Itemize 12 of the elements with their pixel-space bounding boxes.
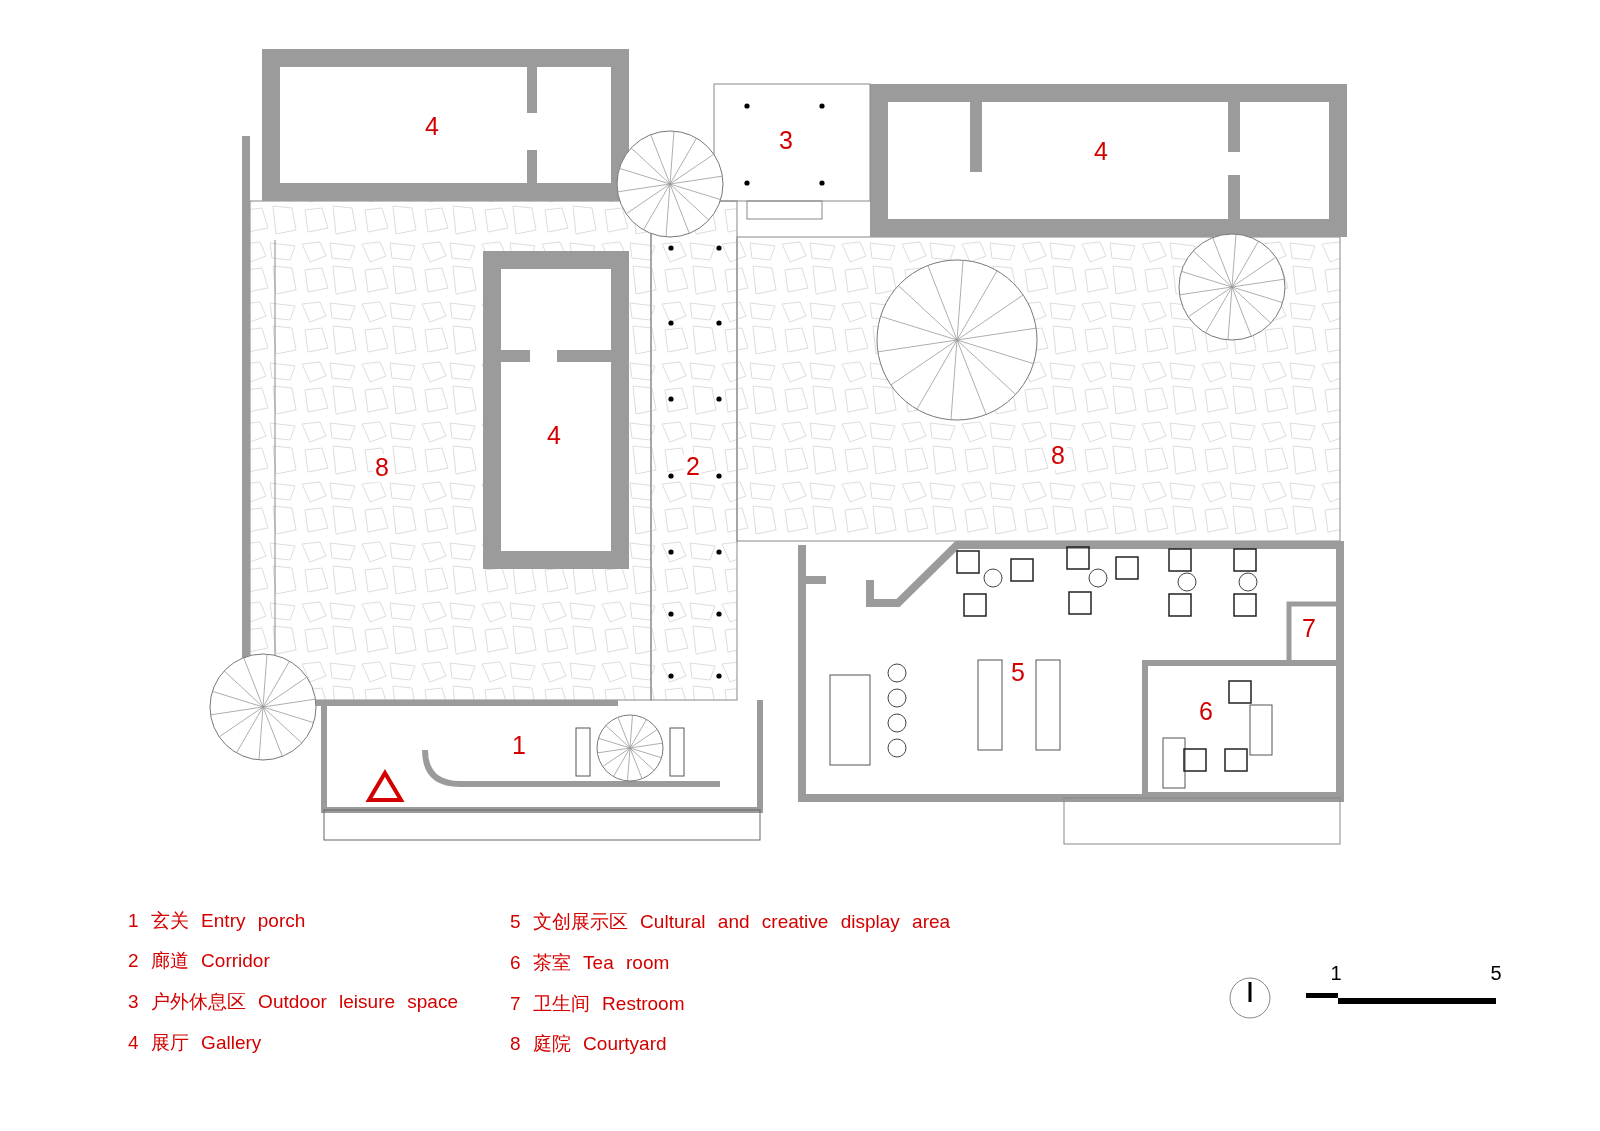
scale-label: 1 bbox=[1330, 962, 1342, 984]
key-entry: 7 卫生间 Restroom bbox=[510, 993, 685, 1015]
scale-label: 5 bbox=[1490, 962, 1502, 984]
key-entry: 2 廊道 Corridor bbox=[128, 950, 270, 972]
room-number: 8 bbox=[373, 454, 391, 482]
key-entry: 1 玄关 Entry porch bbox=[128, 910, 306, 932]
key-entry: 5 文创展示区 Cultural and creative display area bbox=[510, 911, 951, 933]
key-entry: 8 庭院 Courtyard bbox=[510, 1033, 667, 1055]
key-entry: 6 茶室 Tea room bbox=[510, 952, 670, 974]
room-number: 8 bbox=[1049, 442, 1067, 470]
key-entry: 4 展厅 Gallery bbox=[128, 1032, 262, 1054]
key-entry: 3 户外休息区 Outdoor leisure space bbox=[128, 991, 458, 1013]
